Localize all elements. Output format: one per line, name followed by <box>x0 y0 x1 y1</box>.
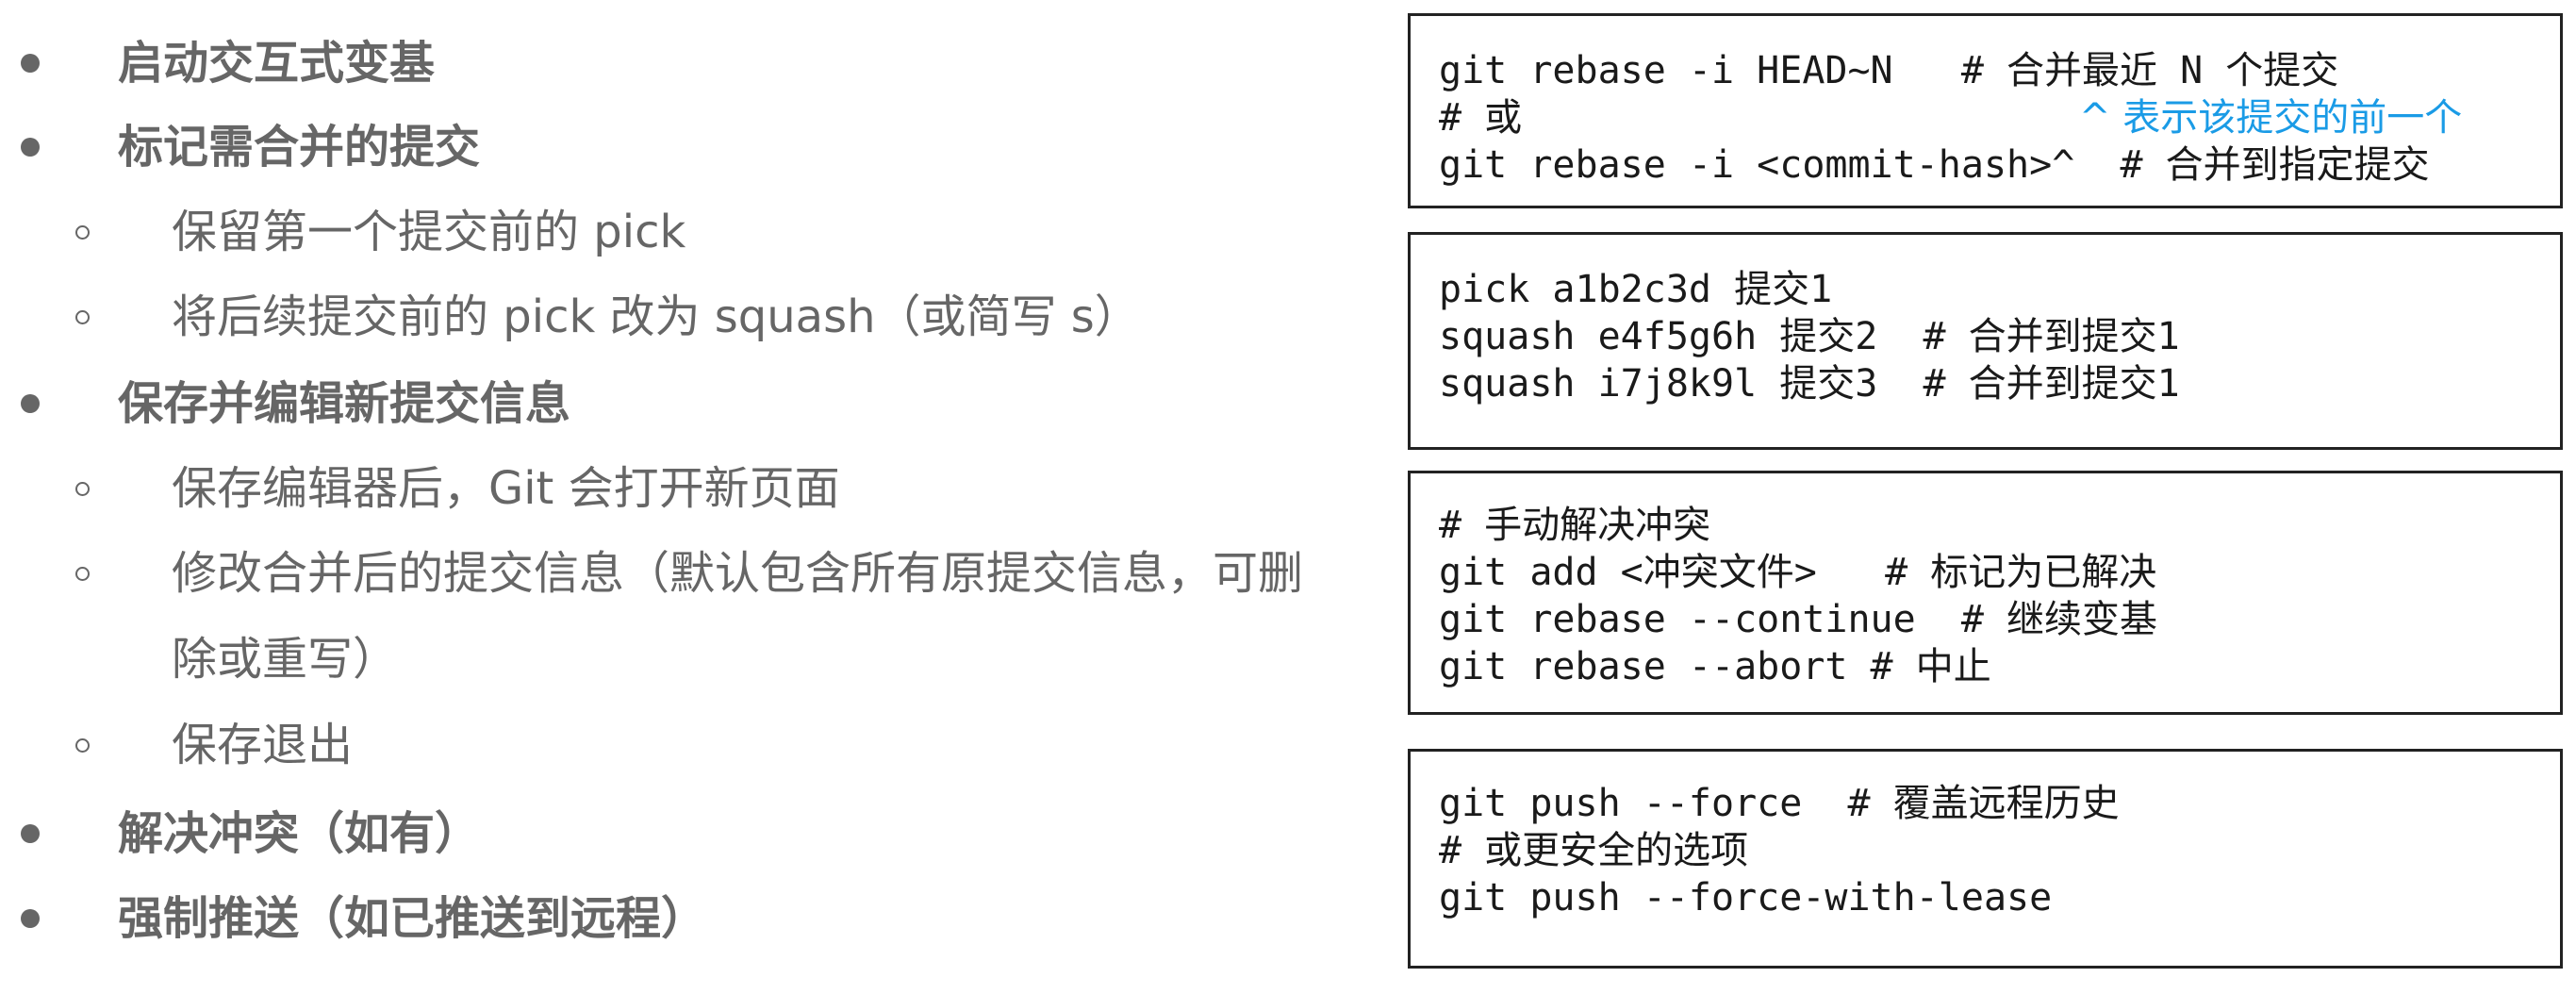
list-item-force-push: 强制推送（如已推送到远程） <box>118 892 707 945</box>
code-line: squash e4f5g6h 提交2 # 合并到提交1 <box>1439 315 2180 358</box>
code-block-mark-squash: pick a1b2c3d 提交1 squash e4f5g6h 提交2 # 合并… <box>1408 232 2563 450</box>
bullet-disc <box>21 54 40 73</box>
bullet-circle <box>75 225 90 240</box>
code-line: # 或更安全的选项 <box>1439 829 1749 872</box>
bullet-disc <box>21 909 40 928</box>
code-line: # 或 <box>1439 96 1523 140</box>
code-line: git rebase -i HEAD~N # 合并最近 N 个提交 <box>1439 49 2339 92</box>
code-line: git rebase --continue # 继续变基 <box>1439 598 2158 641</box>
bullet-circle <box>75 567 90 581</box>
bullet-disc <box>21 138 40 157</box>
list-subitem-save-exit: 保存退出 <box>172 719 354 771</box>
bullet-circle <box>75 310 90 324</box>
code-line: git add <冲突文件> # 标记为已解决 <box>1439 551 2157 594</box>
bullet-disc <box>21 824 40 843</box>
bullet-disc <box>21 394 40 413</box>
code-line: pick a1b2c3d 提交1 <box>1439 268 1833 311</box>
list-subitem-change-to-squash: 将后续提交前的 pick 改为 squash（或简写 s） <box>172 290 1140 343</box>
list-item-mark-commits: 标记需合并的提交 <box>118 121 481 174</box>
code-line: git push --force # 覆盖远程历史 <box>1439 782 2120 825</box>
instruction-list: 启动交互式变基 标记需合并的提交 保留第一个提交前的 pick 将后续提交前的 … <box>21 37 1304 945</box>
code-block-force-push: git push --force # 覆盖远程历史 # 或更安全的选项 git … <box>1408 749 2563 969</box>
bullet-circle <box>75 738 90 753</box>
list-item-save-edit-message: 保存并编辑新提交信息 <box>118 377 571 430</box>
bullet-circle <box>75 482 90 496</box>
list-item-start-rebase: 启动交互式变基 <box>118 37 436 90</box>
list-subitem-modify-message-continued: 除或重写） <box>172 633 399 686</box>
list-item-resolve-conflicts: 解决冲突（如有） <box>118 807 481 860</box>
code-line: # 手动解决冲突 <box>1439 504 1711 547</box>
list-subitem-modify-message: 修改合并后的提交信息（默认包含所有原提交信息，可删 <box>172 547 1304 600</box>
list-subitem-keep-pick: 保留第一个提交前的 pick <box>172 206 686 258</box>
code-line: git push --force-with-lease <box>1439 876 2053 919</box>
code-block-start-rebase: git rebase -i HEAD~N # 合并最近 N 个提交 # 或 ^ … <box>1408 13 2563 208</box>
code-line: squash i7j8k9l 提交3 # 合并到提交1 <box>1439 362 2180 406</box>
code-annotation: ^ 表示该提交的前一个 <box>2079 96 2463 140</box>
code-block-resolve-conflicts: # 手动解决冲突 git add <冲突文件> # 标记为已解决 git reb… <box>1408 471 2563 715</box>
code-line: git rebase --abort # 中止 <box>1439 645 1991 688</box>
code-line: git rebase -i <commit-hash>^ # 合并到指定提交 <box>1439 143 2430 187</box>
list-subitem-editor-opens: 保存编辑器后，Git 会打开新页面 <box>172 462 840 515</box>
